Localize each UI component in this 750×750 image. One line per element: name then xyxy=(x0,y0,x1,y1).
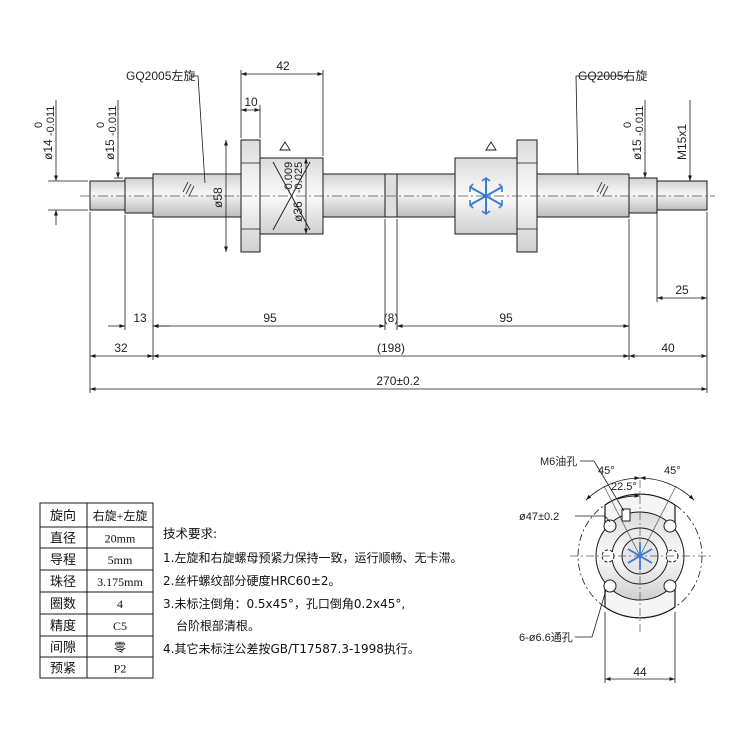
tol-lower-14: -0.011 xyxy=(45,106,57,136)
spec-value: 5mm xyxy=(108,553,133,567)
flange-logo-icon xyxy=(627,542,653,570)
spec-value: 3.175mm xyxy=(97,575,143,589)
ball-screw-shaft xyxy=(89,173,708,218)
right-thread-end xyxy=(656,180,708,211)
spec-value: C5 xyxy=(113,619,127,633)
technical-requirements: 技术要求: 1.左旋和右旋螺母预紧力保持一致，运行顺畅、无卡滞。 2.丝杆螺纹部… xyxy=(163,526,462,656)
spec-table xyxy=(39,502,154,679)
dim-25: 25 xyxy=(675,283,689,297)
label-dia-47: ø47±0.2 xyxy=(519,511,559,523)
right-bearing-seat xyxy=(628,177,658,214)
dim-32: 32 xyxy=(114,341,128,355)
dia-15-left: ø15 xyxy=(103,139,117,160)
dimension-lines xyxy=(54,72,707,391)
dim-95-right: 95 xyxy=(499,311,513,325)
label-right-thread: GQ2005右旋 xyxy=(578,68,647,83)
dim-270: 270±0.2 xyxy=(376,374,420,388)
spec-value: 零 xyxy=(114,641,126,655)
spec-key: 间隙 xyxy=(50,641,76,656)
requirement-1: 1.左旋和右旋螺母预紧力保持一致，运行顺畅、无卡滞。 xyxy=(163,550,462,565)
spec-key: 珠径 xyxy=(50,575,76,590)
dim-8: (8) xyxy=(384,311,399,325)
dim-10: 10 xyxy=(244,95,258,109)
angle-45-right: 45° xyxy=(664,465,681,477)
dim-198: (198) xyxy=(377,341,405,355)
dimension-text: GQ2005左旋 GQ2005右旋 42 10 13 95 (8) 95 25 … xyxy=(33,59,689,388)
thread-m15: M15x1 xyxy=(675,124,689,160)
requirement-2: 2.丝杆螺纹部分硬度HRC60±2。 xyxy=(163,573,341,588)
center-step xyxy=(384,173,398,218)
spec-value: 右旋+左旋 xyxy=(93,508,148,523)
spec-value: 20mm xyxy=(105,532,136,546)
dia-58: ø58 xyxy=(211,187,225,208)
flange-end-view xyxy=(570,460,712,683)
flange-labels: M6油孔 45° 45° 22.5° ø47±0.2 6-ø6.6通孔 44 xyxy=(519,454,681,679)
label-bolt-holes: 6-ø6.6通孔 xyxy=(519,631,573,644)
dia-36-tol-upper: -0.009 xyxy=(283,162,295,193)
dim-13: 13 xyxy=(133,311,147,325)
left-bearing-seat xyxy=(124,177,154,214)
dia-36-tol-lower: -0.025 xyxy=(293,162,305,193)
angle-45-left: 45° xyxy=(598,465,615,477)
requirement-3: 3.未标注倒角：0.5x45°，孔口倒角0.2x45°, xyxy=(163,596,405,611)
dim-42: 42 xyxy=(276,59,290,73)
tol-upper-15-right: 0 xyxy=(622,122,634,128)
label-m6-oil-hole: M6油孔 xyxy=(540,454,577,468)
spec-key: 直径 xyxy=(50,532,76,547)
spec-key: 导程 xyxy=(50,553,76,568)
requirement-4: 4.其它未标注公差按GB/T17587.3-1998执行。 xyxy=(163,641,420,656)
dia-14: ø14 xyxy=(41,139,55,160)
tol-upper-15-left: 0 xyxy=(95,122,107,128)
left-journal xyxy=(89,180,126,211)
requirement-3-cont: 台阶根部清根。 xyxy=(176,618,260,633)
thread-marks xyxy=(182,181,609,197)
tol-upper-14: 0 xyxy=(33,122,45,128)
requirements-title: 技术要求: xyxy=(163,526,217,541)
dim-95-left: 95 xyxy=(263,311,277,325)
spec-key: 精度 xyxy=(50,618,76,634)
spec-key: 预紧 xyxy=(50,662,76,677)
dia-36: ø36 xyxy=(291,201,305,222)
dia-15-right: ø15 xyxy=(630,139,644,160)
dim-40: 40 xyxy=(661,341,675,355)
spec-key: 旋向 xyxy=(50,508,76,524)
dim-44: 44 xyxy=(633,665,647,679)
tol-lower-15-left: -0.011 xyxy=(107,106,119,136)
tol-lower-15-right: -0.011 xyxy=(634,106,646,136)
spec-value: 4 xyxy=(117,597,123,611)
label-left-thread: GQ2005左旋 xyxy=(126,68,195,83)
angle-22-5: 22.5° xyxy=(611,481,637,493)
spec-key: 圈数 xyxy=(50,597,76,612)
spec-value: P2 xyxy=(114,662,127,676)
